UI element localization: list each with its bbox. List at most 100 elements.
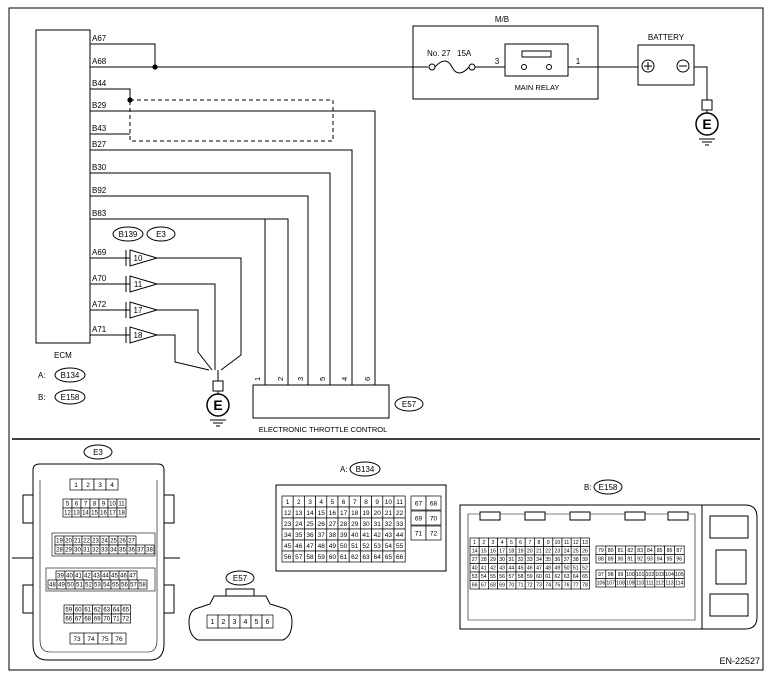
e158-pin-label-18: 18 — [509, 549, 515, 555]
e57-oval — [225, 570, 255, 586]
e158-pin-label-111: 111 — [646, 581, 654, 587]
e3-pin-label-68: 68 — [84, 617, 91, 623]
e158-pin-label-12: 12 — [573, 540, 579, 546]
b134-oval — [349, 461, 381, 477]
fuse-rating: 15A — [457, 49, 472, 58]
battery-label: BATTERY — [648, 33, 685, 42]
b134-pin-label-67: 67 — [415, 500, 423, 507]
b134-pin-68 — [425, 495, 442, 511]
e158-pin-label-26: 26 — [582, 549, 588, 555]
e3-pin-label-61: 61 — [84, 608, 91, 614]
b134-pin-label-28: 28 — [340, 521, 348, 528]
e3-pin-label-30: 30 — [74, 548, 81, 554]
e3-oval — [83, 444, 113, 460]
b134-pin-label-40: 40 — [351, 532, 359, 539]
e158-oval — [593, 479, 623, 495]
e3-pin-label-27: 27 — [128, 539, 135, 545]
mb-label: M/B — [495, 15, 509, 24]
relay-label: MAIN RELAY — [515, 83, 560, 92]
b134-pin-label-27: 27 — [329, 521, 337, 528]
b134-pin-label-64: 64 — [374, 554, 382, 561]
e158-pin-label-44: 44 — [509, 566, 515, 572]
joint-pin-11: 11 — [134, 280, 143, 289]
joint-pin-18: 18 — [134, 331, 143, 340]
fuse-element — [434, 60, 470, 74]
e158-pin-label-60: 60 — [536, 574, 542, 580]
battery: BATTERY — [637, 33, 695, 86]
e158-pin-label-94: 94 — [657, 557, 663, 563]
e57-pin-label-4: 4 — [244, 619, 248, 626]
wire-a72 — [90, 309, 213, 371]
e158-pin-label-114: 114 — [675, 581, 683, 587]
b134-pin-label-7: 7 — [353, 499, 357, 506]
e3-pin-label-66: 66 — [65, 617, 72, 623]
b134-pin-label-63: 63 — [362, 554, 370, 561]
e158-pin-label-106: 106 — [597, 581, 606, 587]
e158-pin-label-105: 105 — [675, 572, 684, 578]
e158-pin-114 — [674, 578, 685, 588]
e3-pin-label-40: 40 — [66, 574, 73, 580]
battery-minus-terminal — [676, 59, 690, 73]
wire-b29 — [90, 110, 376, 385]
e158-pin-label-14: 14 — [472, 549, 478, 555]
ground-battery-label: E — [702, 116, 711, 132]
e158-pin-label-113: 113 — [665, 581, 673, 587]
e158-pin-label-27: 27 — [472, 557, 478, 563]
e158-pin-label-98: 98 — [608, 572, 614, 578]
e158-prefix: B: — [584, 483, 592, 492]
e158-pin-label-47: 47 — [536, 566, 542, 572]
e3-pin-label-49: 49 — [58, 583, 65, 589]
b134-pin-label-39: 39 — [340, 532, 348, 539]
b134-pin-label-55: 55 — [396, 543, 404, 550]
e158-pin-label-112: 112 — [656, 581, 664, 587]
e3-pin-label-29: 29 — [65, 548, 72, 554]
e3-pin-label-21: 21 — [74, 539, 81, 545]
e158-pin-label-92: 92 — [637, 557, 643, 563]
e3-pin-label-2: 2 — [86, 482, 90, 489]
b134-prefix: A: — [340, 465, 348, 474]
e158-pin-label-4: 4 — [501, 540, 504, 546]
e158-pin-label-17: 17 — [499, 549, 505, 555]
e3-pin-label-73: 73 — [73, 636, 81, 643]
e158-pin-label-48: 48 — [545, 566, 551, 572]
wire-a69 — [90, 257, 242, 371]
e158-pin-label-83: 83 — [637, 548, 643, 554]
e158-pin-label-21: 21 — [536, 549, 542, 555]
e3-pin-label-15: 15 — [91, 511, 98, 517]
e158-pin-label-71: 71 — [518, 583, 524, 589]
e158-pin-label-58: 58 — [518, 574, 524, 580]
wire-b92 — [90, 195, 309, 385]
e3-name: E3 — [93, 448, 103, 457]
ecm-pin-b44: B44 — [92, 79, 107, 88]
e158-pin-label-16: 16 — [490, 549, 496, 555]
e3-pin-label-57: 57 — [130, 583, 137, 589]
ecm-pin-a68: A68 — [92, 57, 107, 66]
joint-conn-name-1: B139 — [119, 230, 138, 239]
e3-pin-label-1: 1 — [74, 482, 78, 489]
e158-pin-label-101: 101 — [636, 572, 645, 578]
e3-pin-76 — [111, 632, 127, 645]
e3-pin-label-24: 24 — [101, 539, 108, 545]
b134-pin-label-59: 59 — [318, 554, 326, 561]
e158-pin-label-23: 23 — [555, 549, 561, 555]
e158-pin-label-107: 107 — [606, 581, 615, 587]
e158-tab-3 — [569, 511, 591, 521]
e3-pin-label-5: 5 — [66, 502, 70, 508]
e3-pin-label-34: 34 — [110, 548, 117, 554]
b134-pin-label-20: 20 — [374, 510, 382, 517]
b134-pin-label-52: 52 — [362, 543, 370, 550]
b134-pin-label-42: 42 — [374, 532, 382, 539]
etc-conn-name: E57 — [402, 400, 417, 409]
e158-pin-label-72: 72 — [527, 583, 533, 589]
b134-pin-label-33: 33 — [396, 521, 404, 528]
b134-pin-label-24: 24 — [295, 521, 303, 528]
ecm-pin-a71: A71 — [92, 325, 107, 334]
e3-pin-label-52: 52 — [85, 583, 92, 589]
e158-pin-label-22: 22 — [545, 549, 551, 555]
e158-pin-label-39: 39 — [582, 557, 588, 563]
